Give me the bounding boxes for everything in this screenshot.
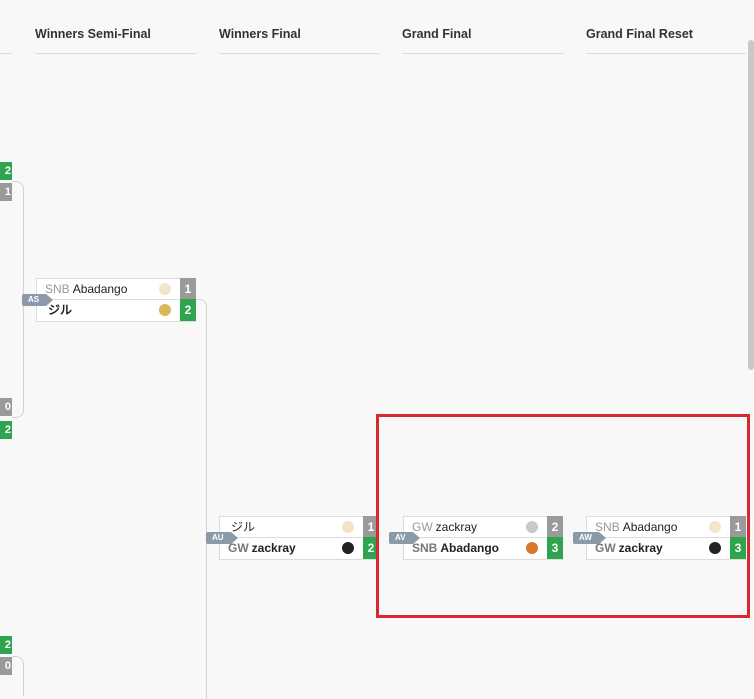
player-avatar-icon (709, 521, 721, 533)
edge-score-box: 2 (0, 162, 12, 180)
player-avatar-icon (159, 304, 171, 316)
team-name: Abadango (72, 282, 128, 296)
score-box: 2 (363, 537, 379, 559)
vertical-scrollbar[interactable] (748, 40, 754, 370)
match-identifier-tag: AS (22, 294, 54, 306)
team-prefix: SNB (412, 541, 438, 555)
edge-score-box: 2 (0, 636, 12, 654)
player-avatar-icon (709, 542, 721, 554)
edge-score-box: 1 (0, 183, 12, 201)
player-avatar-icon (526, 542, 538, 554)
bracket-connector (195, 299, 207, 699)
team-prefix: GW (228, 541, 249, 555)
edge-score-box: 0 (0, 657, 12, 675)
player-avatar-icon (526, 521, 538, 533)
column-header-grand-final-reset: Grand Final Reset (586, 24, 746, 54)
match-identifier-tag: AV (389, 532, 419, 544)
score-box: 1 (730, 516, 746, 538)
score-box: 2 (547, 516, 563, 538)
match-identifier-tag: AW (573, 532, 606, 544)
team-name: zackray (435, 520, 478, 534)
team-prefix: GW (595, 541, 616, 555)
team-prefix: SNB (45, 282, 70, 296)
player-avatar-icon (159, 283, 171, 295)
column-header-left-partial (0, 24, 12, 54)
player-avatar-icon (342, 521, 354, 533)
column-header-winners-final: Winners Final (219, 24, 379, 54)
team-name: zackray (251, 541, 296, 555)
team-name: zackray (618, 541, 663, 555)
edge-score-box: 2 (0, 421, 12, 439)
bracket-connector (12, 656, 24, 696)
score-box: 2 (180, 299, 196, 321)
column-header-grand-final: Grand Final (402, 24, 564, 54)
score-box: 3 (730, 537, 746, 559)
team-row[interactable]: ジル 2 (36, 299, 196, 322)
column-header-winners-semi-final: Winners Semi-Final (35, 24, 197, 54)
team-name: Abadango (440, 541, 500, 555)
score-box: 1 (180, 278, 196, 300)
highlight-box (376, 414, 750, 618)
team-row[interactable]: ジル 1 (219, 516, 379, 538)
edge-score-box: 0 (0, 398, 12, 416)
team-name: Abadango (622, 520, 678, 534)
team-name: ジル (48, 303, 73, 317)
team-prefix: SNB (595, 520, 620, 534)
match-identifier-tag: AU (206, 532, 238, 544)
team-prefix: GW (412, 520, 433, 534)
player-avatar-icon (342, 542, 354, 554)
score-box: 3 (547, 537, 563, 559)
team-name: ジル (231, 520, 256, 534)
score-box: 1 (363, 516, 379, 538)
